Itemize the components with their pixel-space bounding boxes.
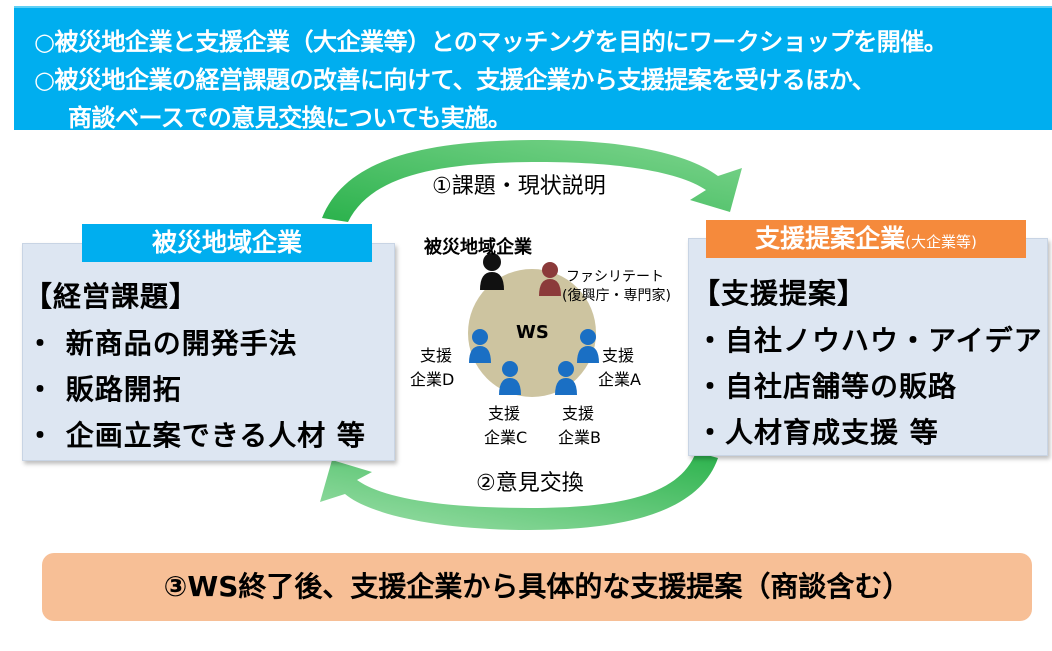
right-panel	[688, 238, 1048, 456]
company-c-label-2: 企業C	[484, 428, 528, 447]
arrow-top	[322, 140, 742, 222]
right-item-3: ・人材育成支援 等	[696, 416, 939, 449]
person-icon-facilitator	[539, 262, 561, 296]
company-a-label-1: 支援	[602, 346, 635, 365]
right-panel-title: 支援提案企業(大企業等)	[706, 220, 1026, 258]
banner-line-3: 商談ベースでの意見交換についても実施。	[68, 104, 512, 132]
left-item-3: ・ 企画立案できる人材 等	[26, 419, 366, 452]
company-b-label-2: 企業B	[558, 428, 601, 447]
person-icon-company-c	[499, 361, 521, 395]
person-icon-company-d	[469, 329, 491, 363]
person-icon-company-b	[555, 361, 577, 395]
bottom-proposal-bar: ③WS終了後、支援企業から具体的な支援提案（商談含む）	[42, 553, 1032, 621]
left-panel-heading: 【経営課題】	[24, 280, 199, 313]
ws-facilitator-label: ファシリテート	[566, 269, 664, 285]
left-item-2: ・ 販路開拓	[26, 373, 182, 406]
company-b-label-1: 支援	[562, 404, 595, 423]
company-d-label-2: 企業D	[410, 370, 455, 389]
right-panel-title-main: 支援提案企業	[755, 224, 906, 253]
company-a-label-2: 企業A	[598, 370, 641, 389]
banner-line-2: ○被災地企業の経営課題の改善に向けて、支援企業から支援提案を受けるほか、	[34, 66, 876, 94]
banner-line-1: ○被災地企業と支援企業（大企業等）とのマッチングを目的にワークショップを開催。	[34, 28, 948, 56]
left-item-1: ・ 新商品の開発手法	[26, 327, 298, 360]
right-item-2: ・自社店舗等の販路	[696, 370, 958, 403]
person-icon-company-a	[577, 329, 599, 363]
arrow-bottom-label: ②意見交換	[476, 471, 584, 496]
right-panel-heading: 【支援提案】	[692, 277, 867, 310]
person-icon-local-company	[480, 253, 504, 290]
left-panel-title: 被災地域企業	[82, 224, 372, 262]
ws-center-label: WS	[516, 322, 549, 343]
right-item-1: ・自社ノウハウ・アイデア	[696, 324, 1043, 357]
company-c-label-1: 支援	[488, 404, 521, 423]
arrow-top-label: ①課題・現状説明	[432, 174, 606, 199]
ws-facilitator-note: (復興庁・専門家)	[562, 288, 671, 304]
right-panel-title-suffix: (大企業等)	[905, 233, 977, 251]
arrow-bottom	[320, 452, 718, 530]
ws-local-company-label: 被災地域企業	[424, 237, 532, 258]
company-d-label-1: 支援	[420, 346, 453, 365]
left-panel	[22, 243, 395, 461]
header-banner: ○被災地企業と支援企業（大企業等）とのマッチングを目的にワークショップを開催。 …	[14, 6, 1052, 132]
